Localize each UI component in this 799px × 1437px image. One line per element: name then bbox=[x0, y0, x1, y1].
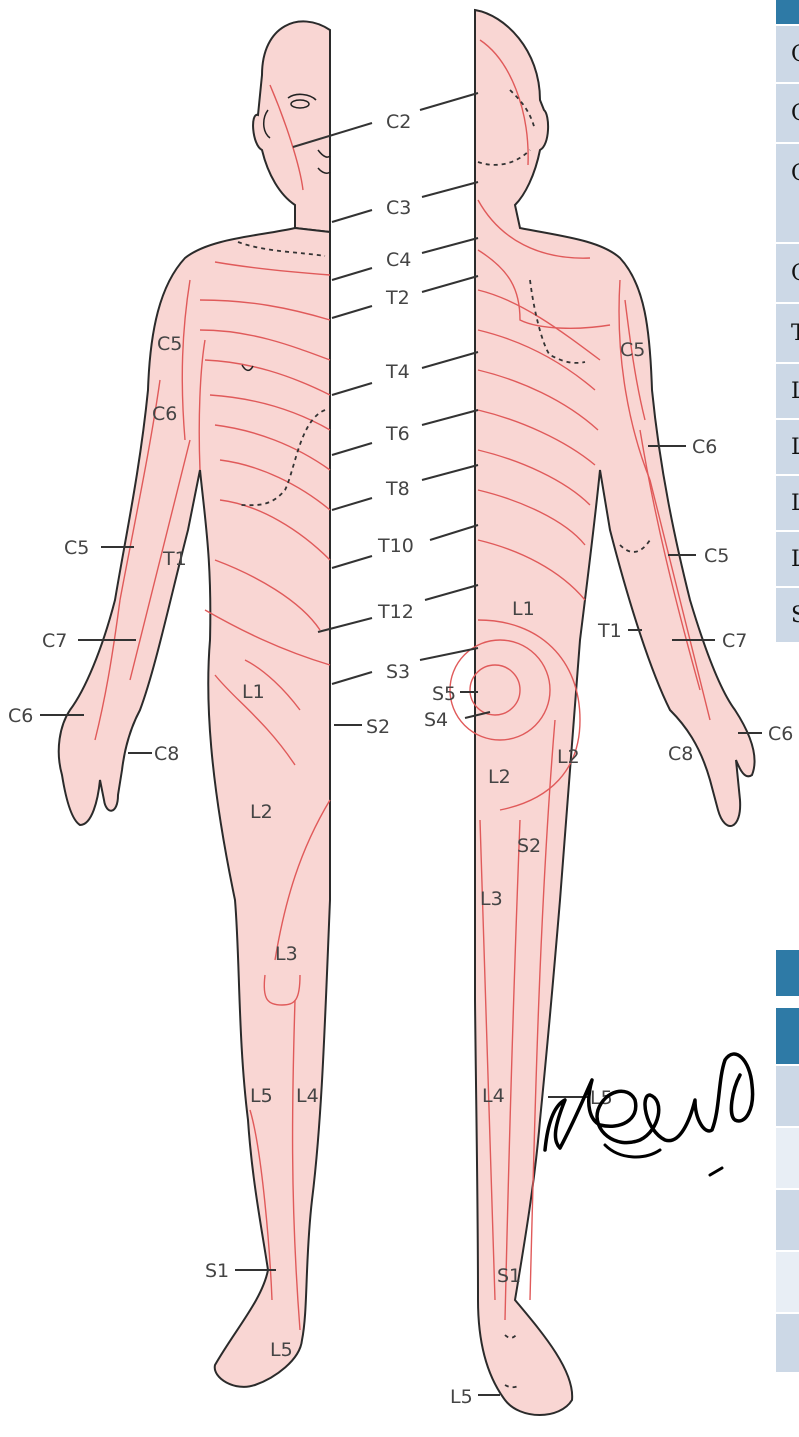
back-body-figure bbox=[450, 10, 755, 1415]
table-row bbox=[776, 1066, 799, 1128]
cropped-table-top: C C C C T L L L L S bbox=[776, 0, 799, 644]
table-row: L bbox=[776, 364, 799, 420]
label-c5-shoulder-front: C5 bbox=[157, 333, 182, 355]
label-s4-back: S4 bbox=[424, 709, 448, 731]
table-row: L bbox=[776, 476, 799, 532]
label-c6-arm-front: C6 bbox=[152, 403, 177, 425]
label-c7-front: C7 bbox=[42, 630, 67, 652]
label-s2-back: S2 bbox=[517, 835, 541, 857]
label-l3-front: L3 bbox=[275, 943, 298, 965]
table-row: L bbox=[776, 420, 799, 476]
label-t10: T10 bbox=[377, 535, 414, 557]
table-row: T bbox=[776, 304, 799, 364]
label-c8-front: C8 bbox=[154, 743, 179, 765]
label-l4-front: L4 bbox=[296, 1085, 319, 1107]
table-row bbox=[776, 1128, 799, 1190]
label-t1-front: T1 bbox=[162, 548, 187, 570]
cropped-table-bottom bbox=[776, 950, 799, 1374]
table-subheader bbox=[776, 1008, 799, 1066]
label-l1-back: L1 bbox=[512, 598, 535, 620]
label-l2-front: L2 bbox=[250, 801, 273, 823]
label-l3-back: L3 bbox=[480, 888, 503, 910]
table-row: C bbox=[776, 84, 799, 144]
label-c8-back: C8 bbox=[668, 743, 693, 765]
label-t2: T2 bbox=[385, 287, 410, 309]
table-header bbox=[776, 950, 799, 998]
label-s3: S3 bbox=[386, 661, 410, 683]
label-l5-foot-back: L5 bbox=[450, 1386, 473, 1408]
table-spacer bbox=[776, 998, 799, 1008]
table-header bbox=[776, 0, 799, 26]
table-row: C bbox=[776, 244, 799, 304]
label-t4: T4 bbox=[385, 361, 410, 383]
table-row bbox=[776, 1252, 799, 1314]
label-c6-hand-front: C6 bbox=[8, 705, 33, 727]
label-c3: C3 bbox=[386, 197, 411, 219]
label-c5-back: C5 bbox=[620, 339, 645, 361]
label-l2-left-back: L2 bbox=[488, 766, 511, 788]
label-c2: C2 bbox=[386, 111, 411, 133]
front-body-figure bbox=[59, 21, 330, 1386]
label-c5-forearm-back: C5 bbox=[704, 545, 729, 567]
label-t1-back: T1 bbox=[597, 620, 622, 642]
label-l5-foot-front: L5 bbox=[270, 1339, 293, 1361]
label-s1-back: S1 bbox=[497, 1265, 521, 1287]
label-c6-back: C6 bbox=[692, 436, 717, 458]
label-s2-front: S2 bbox=[366, 716, 390, 738]
handwritten-signature bbox=[545, 1054, 753, 1175]
label-s5-back: S5 bbox=[432, 683, 456, 705]
label-l1-front: L1 bbox=[242, 681, 265, 703]
table-row: C bbox=[776, 144, 799, 244]
label-t6: T6 bbox=[385, 423, 410, 445]
table-row bbox=[776, 1190, 799, 1252]
label-l5-front: L5 bbox=[250, 1085, 273, 1107]
label-t8: T8 bbox=[385, 478, 410, 500]
label-t12: T12 bbox=[377, 601, 414, 623]
table-row: C bbox=[776, 26, 799, 84]
label-c6-hand-back: C6 bbox=[768, 723, 793, 745]
label-l2-right-back: L2 bbox=[557, 746, 580, 768]
label-l4-back: L4 bbox=[482, 1085, 505, 1107]
dermatome-labels: C2 C3 C4 T2 T4 T6 T8 T10 T12 S3 S2 L1 L2… bbox=[8, 111, 793, 1408]
label-c5-forearm-front: C5 bbox=[64, 537, 89, 559]
label-c7-back: C7 bbox=[722, 630, 747, 652]
table-row: S bbox=[776, 588, 799, 644]
table-row: L bbox=[776, 532, 799, 588]
label-c4: C4 bbox=[386, 249, 411, 271]
label-s1-front: S1 bbox=[205, 1260, 229, 1282]
table-row bbox=[776, 1314, 799, 1374]
